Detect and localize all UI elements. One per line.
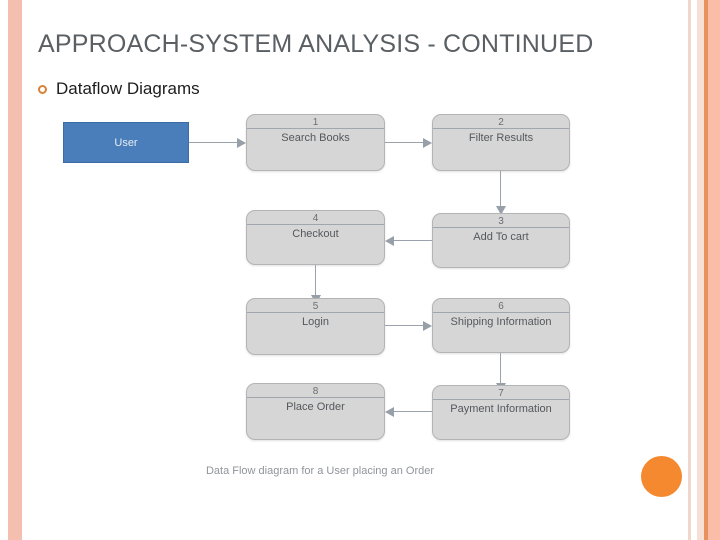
flow-arrow-add-to-cart-to-checkout [385,236,394,246]
bullet-item-dataflow-diagrams: Dataflow Diagrams [38,79,200,99]
diagram-node-place-order-number: 8 [312,386,319,397]
process-header-divider [247,397,384,398]
left-edge-stripe [8,0,22,540]
diagram-node-login-number: 5 [312,301,319,312]
flow-arrow-search-books-to-filter-results [423,138,432,148]
flow-search-books-to-filter-results [385,142,423,143]
process-header-divider [247,312,384,313]
right-edge-stripe-accent [704,0,708,540]
page-title: APPROACH-SYSTEM ANALYSIS - CONTINUED [38,30,594,58]
bullet-item-label: Dataflow Diagrams [56,79,200,98]
diagram-node-filter-results-number: 2 [498,117,504,128]
process-header-divider [433,227,569,228]
diagram-node-checkout: 4 Checkout [246,210,385,265]
flow-login-to-shipping-information [385,325,423,326]
diagram-node-add-to-cart-label: Add To cart [473,231,529,243]
diagram-node-payment-information: 7 Payment Information [432,385,570,440]
diagram-node-search-books-number: 1 [312,117,319,128]
process-header-divider [433,128,569,129]
orange-accent-circle [641,456,682,497]
flow-checkout-to-login [315,265,316,297]
flow-arrow-filter-results-to-add-to-cart [496,206,506,215]
process-header-divider [247,128,384,129]
diagram-node-payment-information-number: 7 [498,388,504,399]
diagram-node-shipping-information-label: Shipping Information [450,316,552,328]
dataflow-diagram: User 1 Search Books 2 Filter Results 3 A… [0,105,640,495]
hollow-circle-bullet-icon [38,84,47,94]
diagram-node-checkout-number: 4 [312,213,319,224]
diagram-node-filter-results-label: Filter Results [468,132,534,144]
diagram-node-checkout-label: Checkout [292,228,339,240]
right-edge-stripe-pale [697,0,704,540]
diagram-node-search-books-label: Search Books [281,132,350,144]
right-edge-stripe-wide [708,0,720,540]
diagram-node-search-books: 1 Search Books [246,114,385,171]
diagram-node-shipping-information-number: 6 [498,301,504,312]
flow-payment-information-to-place-order [394,411,432,412]
diagram-node-add-to-cart: 3 Add To cart [432,213,570,268]
flow-arrow-payment-information-to-place-order [385,407,394,417]
diagram-node-shipping-information: 6 Shipping Information [432,298,570,353]
process-header-divider [433,312,569,313]
diagram-node-user: User [63,122,189,163]
process-header-divider [433,399,569,400]
flow-shipping-information-to-payment-information [500,353,501,385]
right-edge-stripe-thin [688,0,691,540]
flow-user-to-search-books [189,142,237,143]
diagram-caption: Data Flow diagram for a User placing an … [205,465,435,477]
flow-add-to-cart-to-checkout [394,240,432,241]
diagram-node-add-to-cart-number: 3 [498,216,504,227]
diagram-node-filter-results: 2 Filter Results [432,114,570,171]
diagram-node-payment-information-label: Payment Information [450,403,552,415]
diagram-node-user-label: User [114,136,138,149]
process-header-divider [247,224,384,225]
flow-arrow-user-to-search-books [237,138,246,148]
diagram-node-place-order-label: Place Order [286,401,345,413]
flow-filter-results-to-add-to-cart [500,171,501,207]
diagram-node-login-label: Login [302,316,329,328]
diagram-node-login: 5 Login [246,298,385,355]
diagram-node-place-order: 8 Place Order [246,383,385,440]
flow-arrow-login-to-shipping-information [423,321,432,331]
